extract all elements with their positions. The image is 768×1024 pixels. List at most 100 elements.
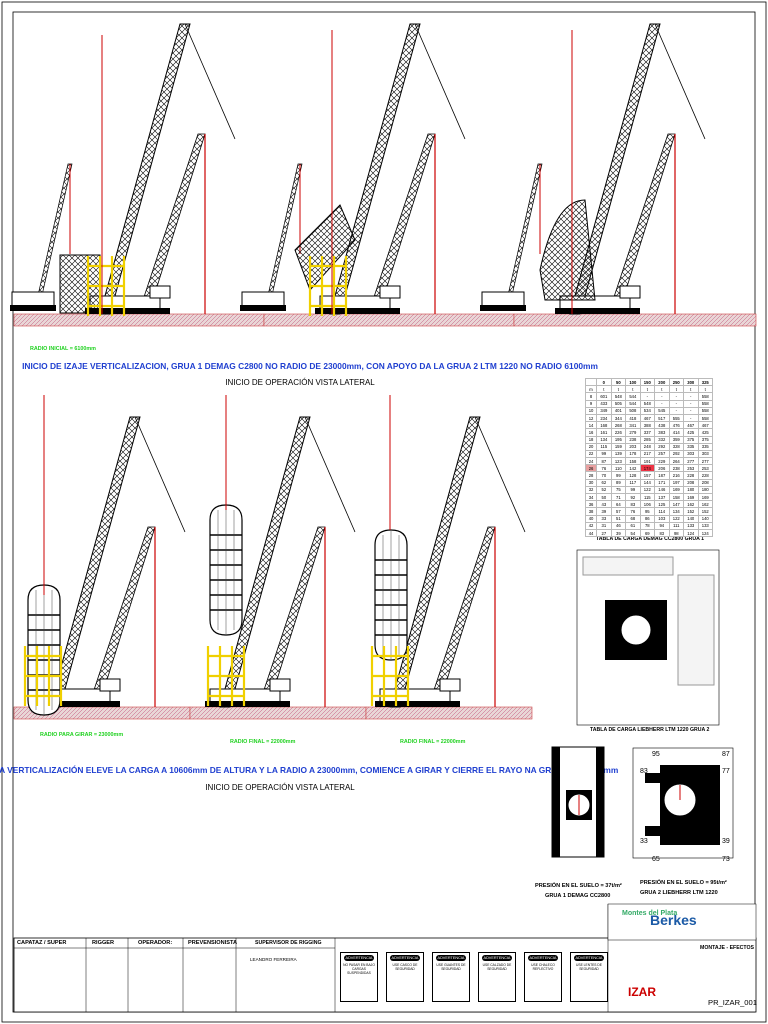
demag-chart-title: TABLA DE CARGA DEMAG CC2800 GRUA 1 xyxy=(596,536,704,542)
table-cell: 111 xyxy=(668,521,685,530)
table-header-cell: 150 xyxy=(639,377,656,387)
table-cell: 375 xyxy=(682,435,699,444)
warning-heading: ADVERTENCIA xyxy=(574,955,604,961)
ground-pressure-2 xyxy=(632,747,734,859)
table-cell: 42 xyxy=(584,521,598,530)
table-cell: 134 xyxy=(668,507,685,516)
warning-heading: ADVERTENCIA xyxy=(436,955,466,961)
table-cell: 169 xyxy=(682,492,699,502)
table-cell: - xyxy=(668,399,685,408)
table-cell: 71 xyxy=(610,492,627,502)
table-cell: 248 xyxy=(639,442,656,451)
client-logo: Montes del Plata xyxy=(622,910,678,917)
table-cell: 238 xyxy=(668,464,685,473)
table-cell: 140 xyxy=(697,514,713,523)
radius-label: RADIO FINAL = 22000mm xyxy=(230,739,296,745)
table-cell: 238 xyxy=(625,435,641,444)
table-cell: 38 xyxy=(584,507,598,516)
warning-heading: ADVERTENCIA xyxy=(390,955,420,961)
table-cell: 337 xyxy=(639,428,656,437)
table-cell: 425 xyxy=(697,428,713,437)
table-cell: 68 xyxy=(625,514,641,523)
radius-label: RADIO PARA GIRAR = 23000mm xyxy=(40,732,123,738)
table-cell: 158 xyxy=(625,457,641,466)
table-cell: 169 xyxy=(697,492,713,502)
table-cell: 52 xyxy=(596,485,612,495)
title-header-capataz: CAPATAZ / SUPER xyxy=(17,940,67,946)
table-cell: 171 xyxy=(654,478,670,487)
pressure-value: 73 xyxy=(722,856,730,863)
table-cell: 147 xyxy=(668,500,685,509)
ltm-chart-title: TABLA DE CARGA LIEBHERR LTM 1220 GRUA 2 xyxy=(590,727,710,733)
table-cell: 253 xyxy=(697,464,713,473)
table-cell: 62 xyxy=(596,478,612,487)
table-cell: 197 xyxy=(668,478,685,487)
warning-heading: ADVERTENCIA xyxy=(344,955,374,961)
table-cell: 180 xyxy=(682,485,699,495)
table-cell: - xyxy=(668,392,685,401)
table-cell: 505 xyxy=(610,399,627,408)
pressure-value: 65 xyxy=(652,856,660,863)
pressure-value: 33 xyxy=(640,838,648,845)
table-cell: t xyxy=(596,385,612,394)
table-cell: 128 xyxy=(625,471,641,480)
table-cell: 349 xyxy=(596,406,612,415)
table-cell: 32 xyxy=(584,485,598,495)
table-cell: 95 xyxy=(639,507,656,516)
table-header-cell: 0 xyxy=(596,377,612,387)
company-logo: Berkes xyxy=(650,912,697,928)
title-header-rigger: RIGGER xyxy=(92,940,115,946)
table-cell: - xyxy=(654,399,670,408)
table-cell: 178 xyxy=(625,449,641,459)
table-cell: 40 xyxy=(584,514,598,523)
table-cell: 168 xyxy=(596,421,612,430)
table-cell: 375 xyxy=(697,435,713,444)
table-cell: 64 xyxy=(610,500,627,509)
table-cell: 69 xyxy=(639,528,656,538)
table-cell: 253 xyxy=(682,464,699,473)
table-cell: 133 xyxy=(697,521,713,530)
table-cell: 140 xyxy=(682,514,699,523)
table-cell: 124 xyxy=(682,528,699,538)
table-cell: 14 xyxy=(584,421,598,430)
table-cell: 139 xyxy=(610,449,627,459)
table-cell: 16 xyxy=(584,428,598,437)
top-subcaption: INICIO DE OPERACIÓN VISTA LATERAL xyxy=(225,378,375,387)
table-cell: 83 xyxy=(625,500,641,509)
table-cell: - xyxy=(654,392,670,401)
table-cell: 162 xyxy=(697,500,713,509)
table-cell: 558 xyxy=(697,399,713,408)
supervisor-name: LEANDRO FERREIRA xyxy=(250,957,297,962)
table-cell: - xyxy=(682,413,699,423)
title-block xyxy=(13,903,757,1013)
table-header-cell: 300 xyxy=(682,377,699,387)
table-cell: 76 xyxy=(625,507,641,516)
table-cell: - xyxy=(639,392,656,401)
table-cell: 54 xyxy=(625,528,641,538)
table-cell: 18 xyxy=(584,435,598,444)
table-cell: t xyxy=(610,385,627,394)
table-cell: 89 xyxy=(610,478,627,487)
table-header-cell xyxy=(584,377,598,387)
table-cell: 99 xyxy=(596,449,612,459)
table-cell: 83 xyxy=(654,528,670,538)
table-cell: 134 xyxy=(596,435,612,444)
warning-heading: ADVERTENCIA xyxy=(482,955,512,961)
table-cell: 26 xyxy=(584,464,598,473)
table-cell: 401 xyxy=(610,406,627,415)
pressure-value: 77 xyxy=(722,768,730,775)
table-cell: - xyxy=(682,399,699,408)
table-cell: 36 xyxy=(584,500,598,509)
table-cell: 558 xyxy=(697,406,713,415)
